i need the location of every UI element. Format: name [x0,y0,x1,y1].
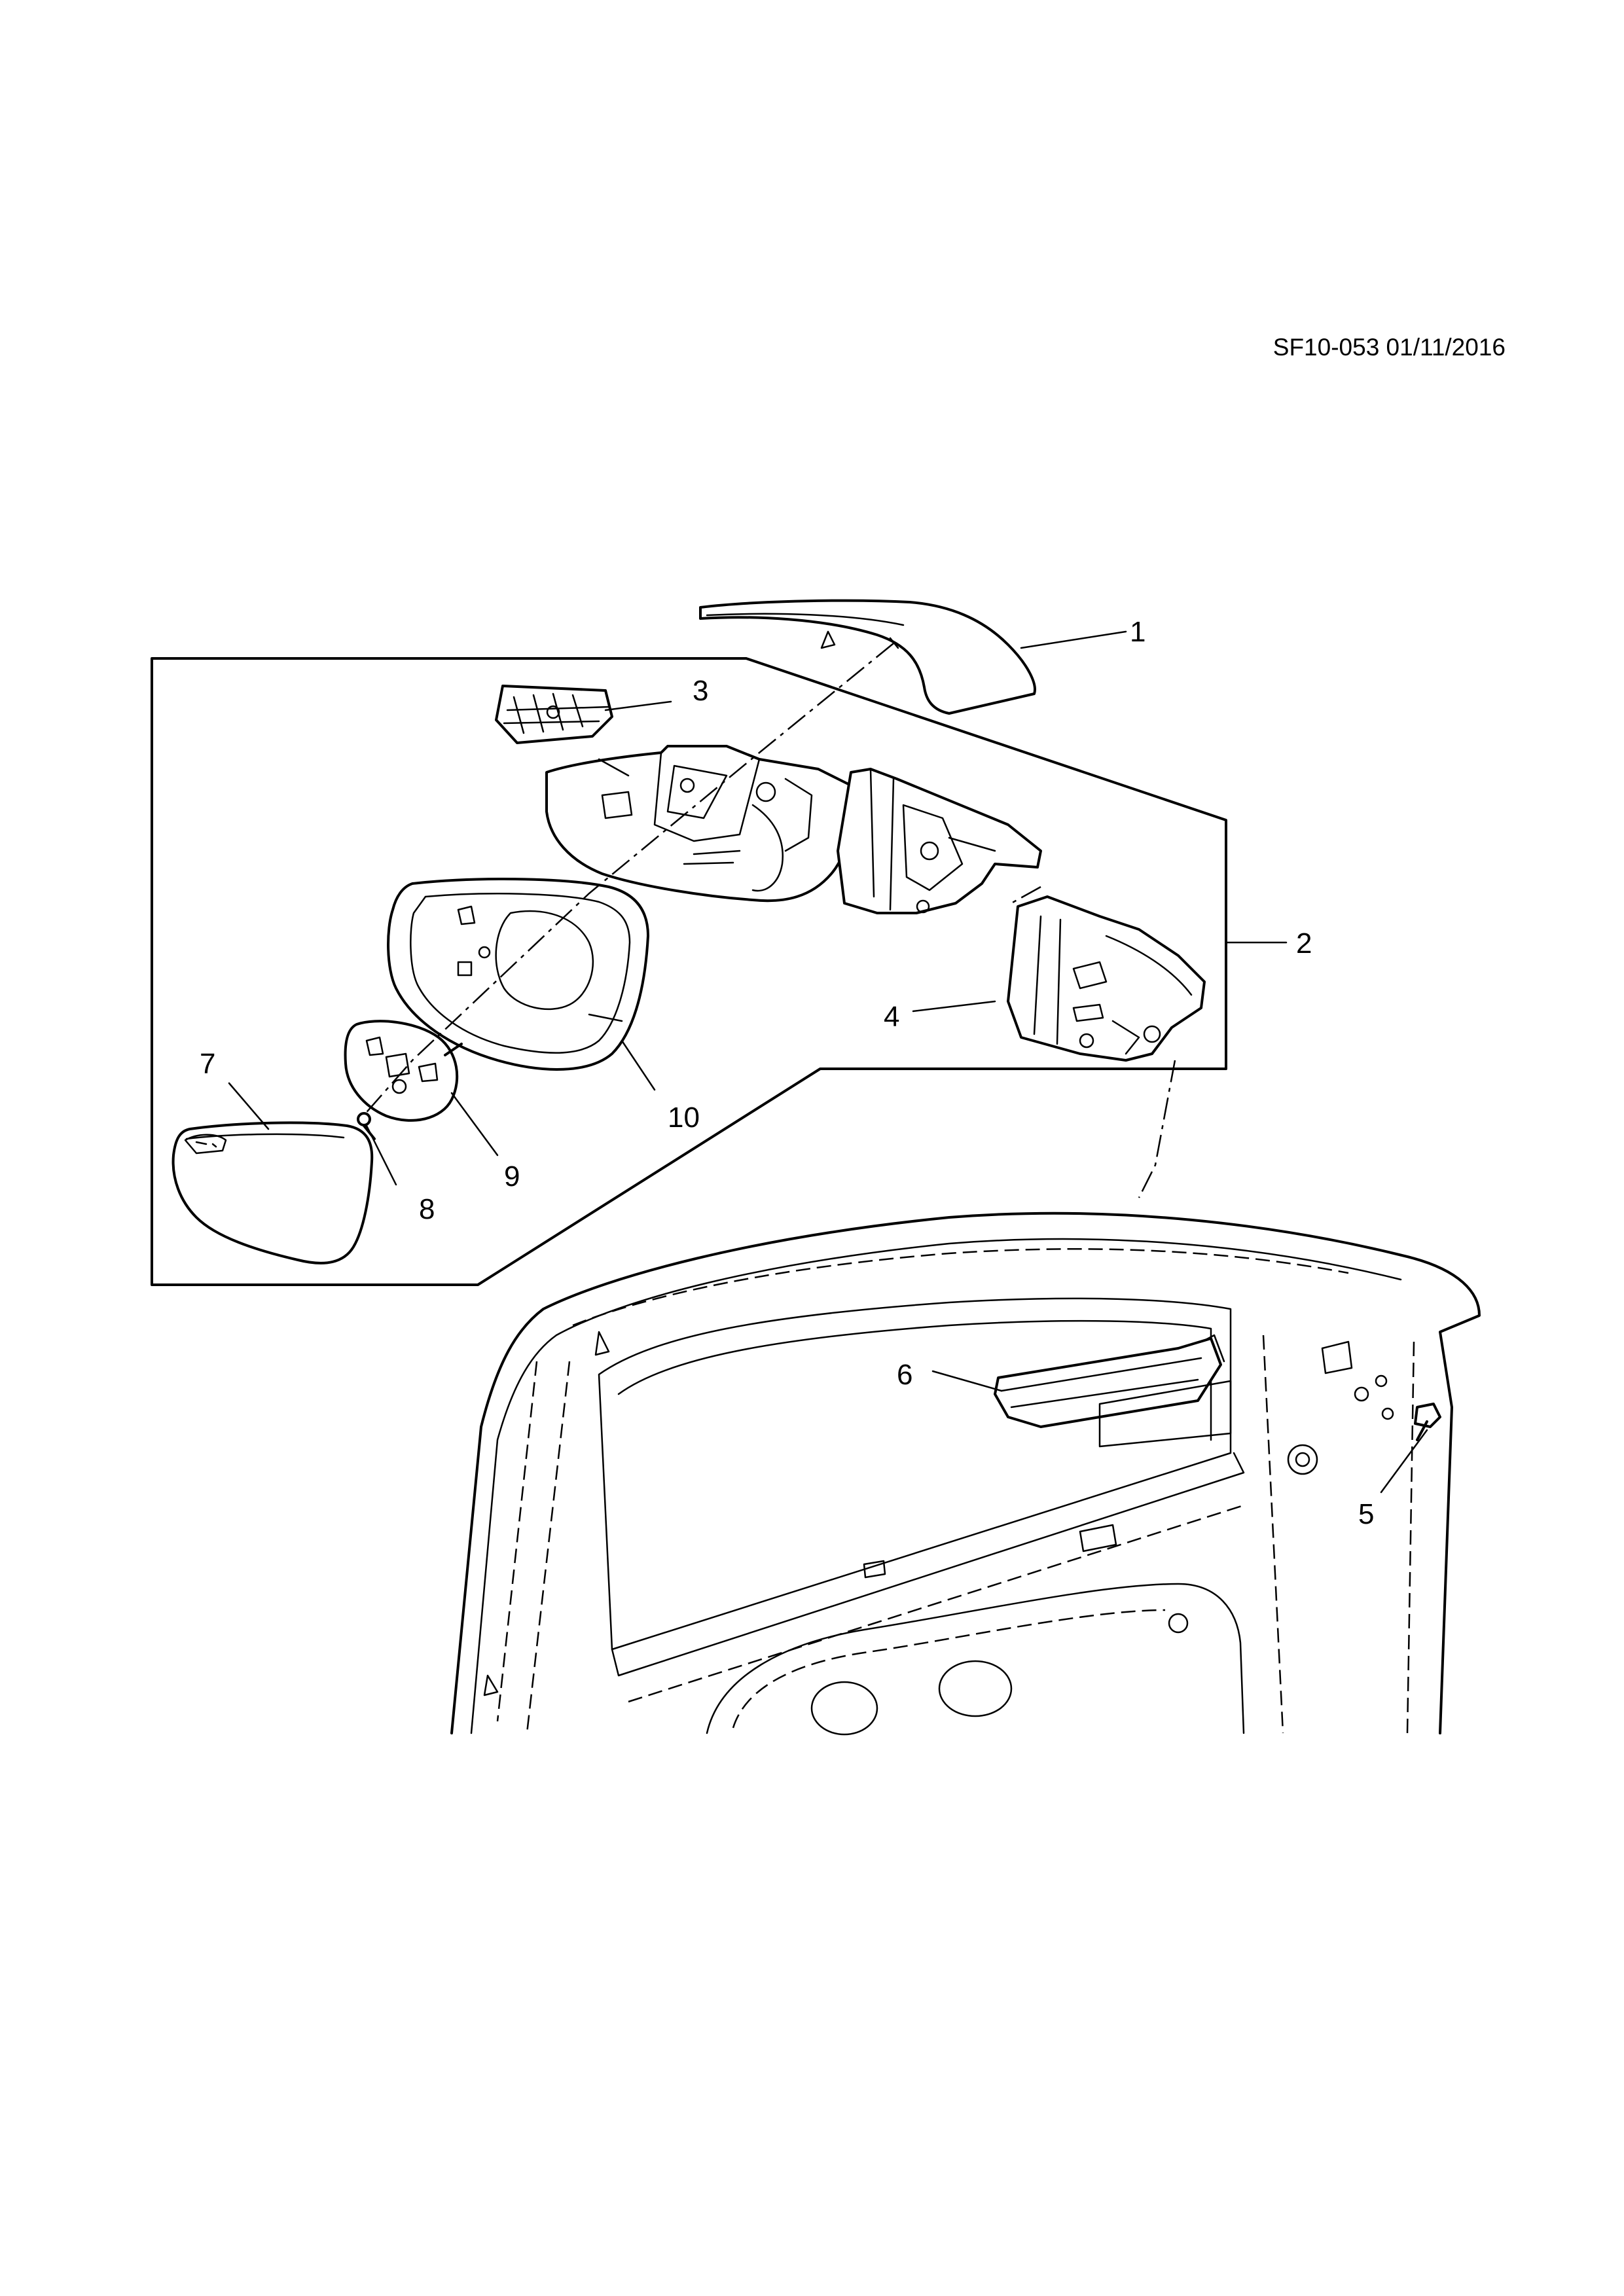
part-2-mirror-housing [545,745,855,903]
part-1-mirror-cover [699,599,1036,715]
part-3-mirror-module [495,685,613,744]
part-8-screw [357,1112,376,1140]
leader-line-1 [1020,630,1127,649]
callout-5: 5 [1358,1498,1374,1530]
part-4-base-gasket [1007,895,1206,1062]
assembly-group-outline [151,657,1227,1286]
leader-line-5 [1380,1429,1428,1494]
callout-4: 4 [884,1001,899,1033]
assembly-axis-line [363,643,894,1117]
callout-2: 2 [1296,927,1312,960]
leader-line-9 [450,1092,499,1157]
leader-line-8 [365,1124,397,1186]
drawing-code: SF10-053 01/11/2016 [1272,334,1506,361]
callout-7: 7 [200,1048,215,1080]
callout-9: 9 [504,1160,520,1193]
callout-8: 8 [419,1193,435,1225]
leader-line-7 [228,1082,270,1130]
assembly-axis-line [1138,1060,1176,1198]
callout-10: 10 [668,1102,700,1134]
callout-6: 6 [897,1359,912,1391]
vehicle-door [450,1211,1481,1736]
part-7-mirror-glass [171,1121,374,1265]
part-9-actuator [344,1020,463,1122]
leader-line-4 [912,1000,996,1013]
part-2-mirror-base [837,768,1042,914]
leader-line-3b [598,758,630,777]
leader-line-3 [604,700,672,711]
callout-1: 1 [1130,616,1146,648]
callout-3: 3 [693,675,708,707]
part-6-window-trim [994,1334,1232,1448]
assembly-axis-line [1011,886,1041,905]
leader-line-10 [621,1039,656,1091]
part-5-bolt [1381,1403,1441,1441]
leader-line-6 [931,1370,1003,1392]
